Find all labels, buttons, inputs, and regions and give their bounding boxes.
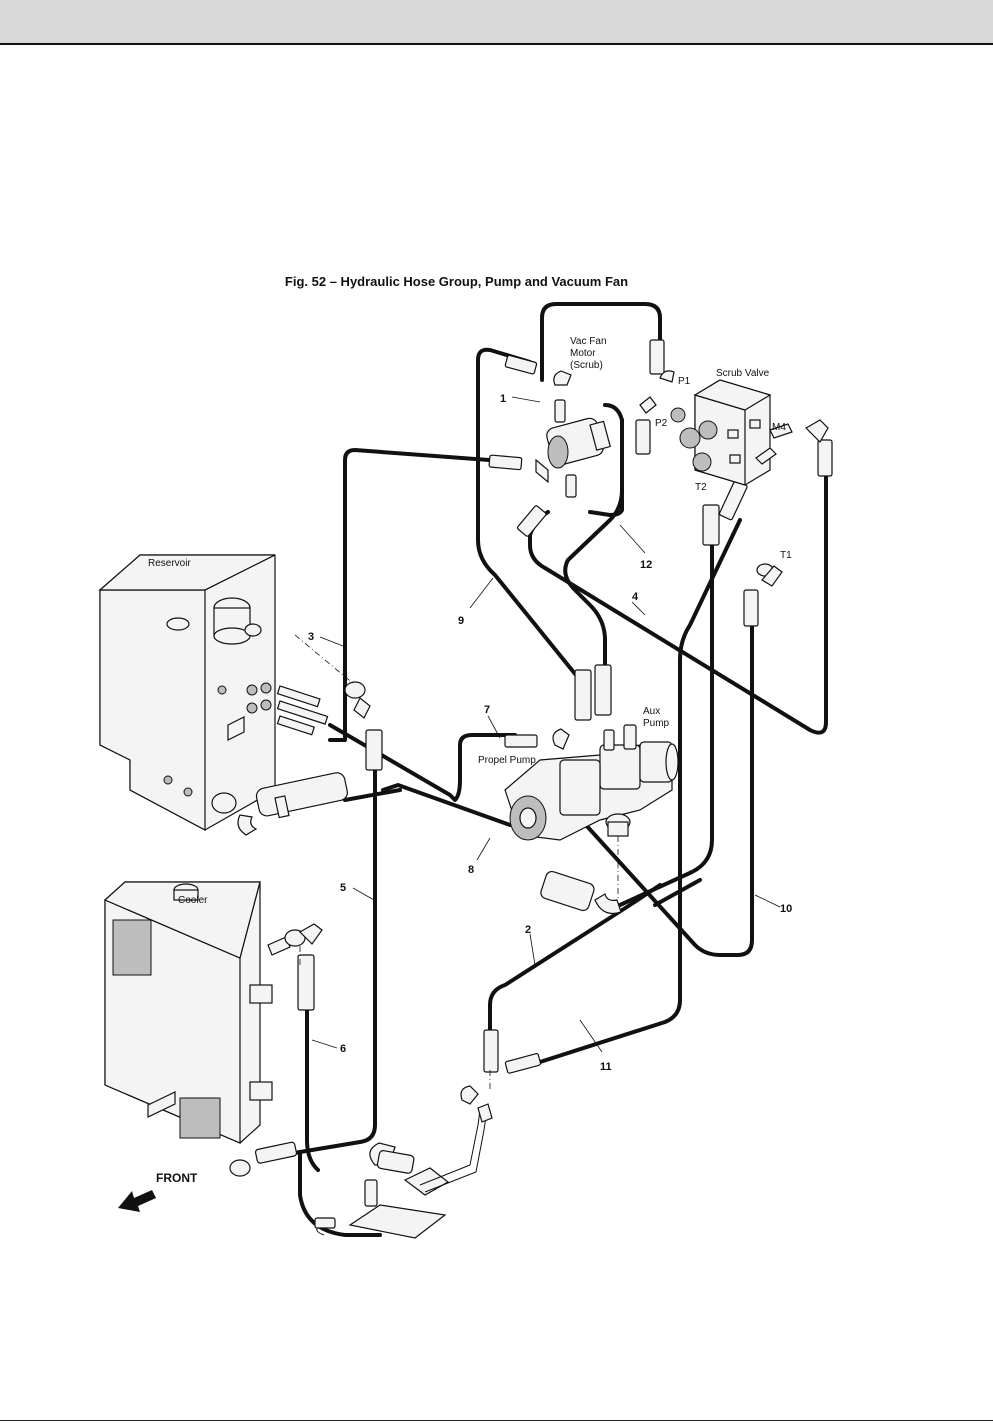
- hose-3: [328, 448, 517, 742]
- callout-7: 7: [484, 704, 490, 716]
- callout-4: 4: [632, 591, 639, 603]
- aux-pump-label-2: Pump: [643, 718, 670, 729]
- callouts: 1 2 3 4 5 6 7 8 9 10 11 12: [308, 393, 792, 1073]
- port-m4: M4: [772, 422, 786, 433]
- port-t1: T1: [780, 550, 792, 561]
- vac-fan-label-3: (Scrub): [570, 360, 603, 371]
- cooler-label: Cooler: [178, 895, 208, 906]
- hose-cooler-return: [653, 878, 702, 907]
- port-p1: P1: [678, 376, 691, 387]
- page-header-bar: [0, 0, 993, 45]
- hose-motor-return: [588, 403, 624, 517]
- callout-3: 3: [308, 631, 314, 643]
- vac-fan-label-1: Vac Fan: [570, 336, 607, 347]
- centerline: [294, 634, 356, 686]
- callout-1: 1: [500, 393, 506, 405]
- hose-9: [476, 347, 582, 682]
- cooler: Cooler: [103, 881, 323, 1177]
- figure-title: Fig. 52 – Hydraulic Hose Group, Pump and…: [284, 274, 629, 289]
- reservoir: Reservoir: [98, 554, 329, 831]
- vac-fan-label-2: Motor: [570, 348, 596, 359]
- propel-pump-label: Propel Pump: [478, 755, 536, 766]
- hose-5: [298, 768, 377, 1154]
- page-footer-rule: [0, 1420, 993, 1421]
- port-t2: T2: [695, 482, 707, 493]
- hose-8: [328, 723, 517, 802]
- pump-assembly: Propel Pump Aux Pump: [478, 706, 679, 900]
- callout-6: 6: [340, 1043, 346, 1055]
- callout-5: 5: [340, 882, 346, 894]
- port-p2: P2: [655, 418, 668, 429]
- hose-1: [540, 302, 662, 382]
- arrow-down-left-icon: [118, 1190, 156, 1212]
- scrub-valve: Scrub Valve P1 P2 M4 T2 T1: [639, 368, 829, 587]
- callout-12: 12: [640, 559, 652, 571]
- reservoir-label: Reservoir: [148, 558, 191, 569]
- hose-suction: [343, 788, 402, 802]
- hose-10: [543, 618, 754, 957]
- vac-fan-motor: Vac Fan Motor (Scrub): [535, 336, 611, 498]
- suction-filter: [237, 772, 348, 836]
- callout-10: 10: [780, 903, 792, 915]
- hose-2: [488, 883, 662, 1032]
- hose-12: [563, 418, 624, 682]
- callout-9: 9: [458, 615, 464, 627]
- hose-11: [513, 518, 742, 1072]
- hose-8b: [381, 783, 512, 827]
- hose-bottom-loop: [268, 1150, 382, 1237]
- scrub-valve-label: Scrub Valve: [716, 368, 770, 379]
- aux-pump-label-1: Aux: [643, 706, 660, 717]
- hose-6: [305, 1008, 320, 1172]
- front-indicator: FRONT: [118, 1171, 198, 1212]
- front-label: FRONT: [156, 1171, 198, 1185]
- hose-fittings: [254, 339, 833, 1164]
- callout-8: 8: [468, 864, 474, 876]
- hose-t2: [618, 538, 714, 907]
- callout-2: 2: [525, 924, 531, 936]
- bottom-manifold: [314, 1085, 493, 1239]
- callout-11: 11: [600, 1061, 612, 1073]
